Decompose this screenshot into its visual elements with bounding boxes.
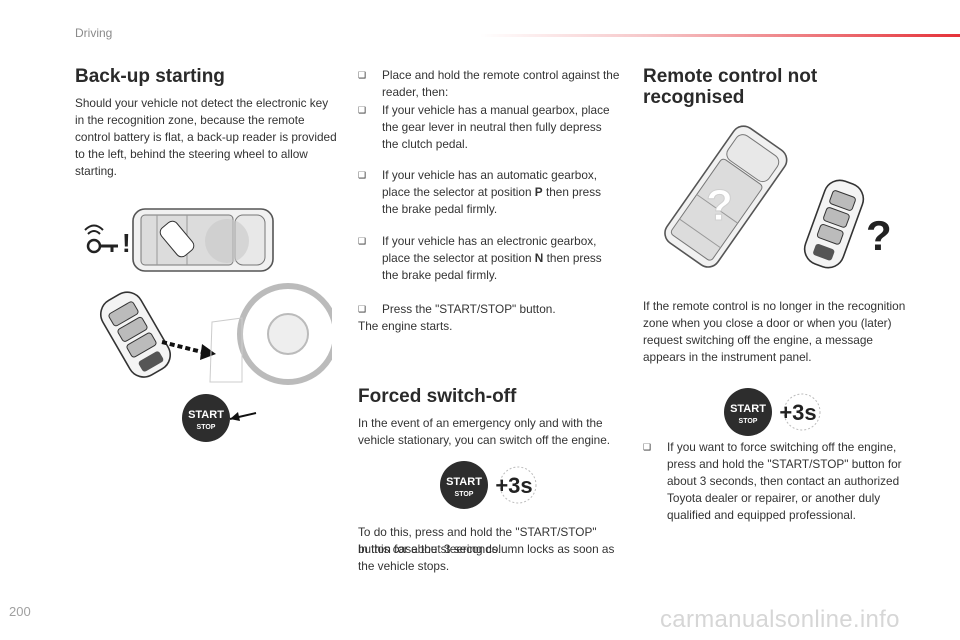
start-label: START [446, 476, 482, 488]
key-warning-icon: ! [84, 224, 131, 256]
force-switch-off-step: ❑ If you want to force switching off the… [643, 440, 902, 522]
hold-3s-label: +3s [495, 473, 532, 498]
page-number: 200 [9, 604, 31, 619]
start-stop-hold-icon-2: START STOP +3s [724, 388, 821, 436]
back-up-starting-title: Back-up starting [75, 66, 225, 87]
start-stop-button-icon: START STOP [182, 394, 257, 442]
bullet-checkbox-icon: ❑ [358, 236, 367, 246]
engine-starts-text: The engine starts. [358, 319, 453, 333]
question-mark: ? [866, 212, 892, 259]
key-fob-reader-illustration [100, 283, 332, 385]
start-label: START [730, 403, 766, 415]
forced-switch-off-title: Forced switch-off [358, 386, 517, 407]
step-electronic-gearbox: ❑ If your vehicle has an electronic gear… [358, 234, 602, 282]
start-stop-hold-icon: START STOP +3s [440, 461, 537, 509]
back-up-starting-intro: Should your vehicle not detect the elect… [75, 96, 337, 178]
header-rule [480, 34, 960, 37]
forced-switch-off-how: To do this, press and hold the "START/ST… [358, 525, 597, 556]
van-question-illustration: ? ? [664, 125, 892, 269]
section-label: Driving [75, 26, 113, 40]
bullet-checkbox-icon: ❑ [358, 170, 367, 180]
step-press-start-stop: ❑ Press the "START/STOP" button. [358, 302, 556, 316]
faded-question-mark: ? [706, 181, 733, 230]
start-label: START [188, 409, 224, 421]
hold-3s-label: +3s [779, 400, 816, 425]
forced-switch-off-intro: In the event of an emergency only and wi… [358, 416, 611, 447]
bullet-checkbox-icon: ❑ [358, 304, 367, 314]
step-automatic-gearbox: ❑ If your vehicle has an automatic gearb… [358, 168, 602, 216]
stop-label: STOP [197, 424, 216, 431]
forced-switch-off-result: In this case the steering column locks a… [358, 542, 615, 573]
remote-not-recognised-title-line2: recognised [643, 87, 745, 108]
step-manual-gearbox: ❑ If your vehicle has a manual gearbox, … [358, 103, 610, 151]
footer-watermark: carmanualsonline.info [660, 606, 900, 633]
stop-label: STOP [739, 418, 758, 425]
stop-label: STOP [455, 491, 474, 498]
bullet-checkbox-icon: ❑ [358, 105, 367, 115]
step-place-remote: ❑ Place and hold the remote control agai… [358, 68, 620, 99]
remote-not-recognised-intro: If the remote control is no longer in th… [643, 299, 906, 364]
van-top-view-illustration [132, 208, 274, 272]
warning-exclamation: ! [122, 228, 131, 256]
bullet-checkbox-icon: ❑ [643, 442, 652, 452]
bullet-checkbox-icon: ❑ [358, 70, 367, 80]
remote-not-recognised-title-line1: Remote control not [643, 66, 818, 87]
